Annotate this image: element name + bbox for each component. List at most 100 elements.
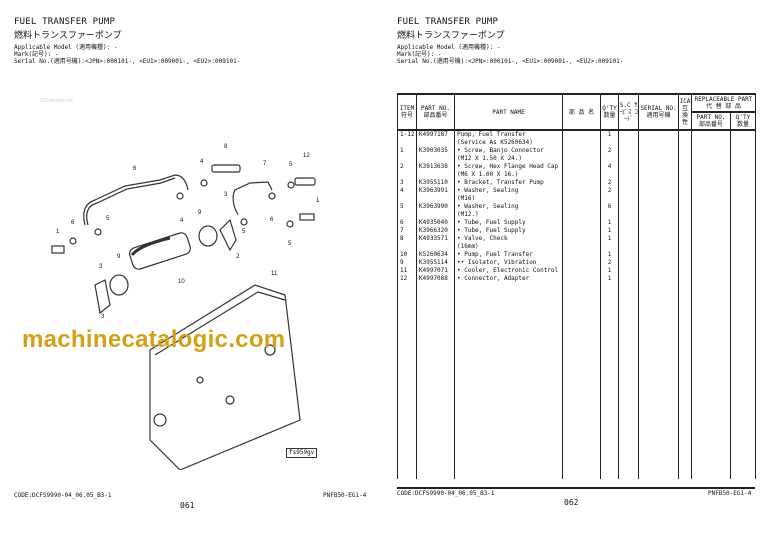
sc-cell: [618, 187, 639, 195]
callout: 4: [200, 159, 204, 165]
qty-cell: [600, 243, 619, 251]
item-cell: 1-12: [397, 130, 417, 139]
callout: 6: [270, 217, 274, 223]
callout: 3: [99, 264, 103, 270]
sc-cell: [618, 163, 639, 171]
ica-cell: [678, 275, 692, 283]
item-cell: 8: [397, 235, 417, 243]
empty-cell: [678, 283, 692, 479]
rep-part-cell: [691, 195, 731, 203]
table-filler-row: [397, 283, 756, 479]
empty-cell: [454, 283, 563, 479]
item-cell: 10: [397, 251, 417, 259]
part-no-cell: [416, 139, 455, 147]
jp-name-cell: [562, 147, 601, 155]
part-no-cell: K5260634: [416, 251, 455, 259]
sc-cell: [618, 155, 639, 163]
qty-cell: 6: [600, 203, 619, 211]
part-no-cell: K3963990: [416, 203, 455, 211]
part-name-cell: Pump, Fuel Transfer: [454, 130, 563, 139]
rep-part-cell: [691, 179, 731, 187]
jp-name-cell: [562, 243, 601, 251]
jp-name-cell: [562, 227, 601, 235]
part-no-cell: [416, 171, 455, 179]
header-ica: ICA 互 換 性: [678, 93, 692, 131]
rep-qty-cell: [730, 130, 756, 139]
check-valve-shape: [211, 164, 241, 173]
part-name-cell: • Tube, Fuel Supply: [454, 227, 563, 235]
part-no-cell: K3966320: [416, 227, 455, 235]
rep-qty-cell: [730, 267, 756, 275]
ica-cell: [678, 139, 692, 147]
part-no-cell: K3963991: [416, 187, 455, 195]
serial-cell: [638, 259, 679, 267]
right-applicable-model: Applicable Model (適用機種): -: [397, 44, 501, 51]
rep-part-cell: [691, 163, 731, 171]
item-cell: 3: [397, 179, 417, 187]
right-title-en: FUEL TRANSFER PUMP: [397, 17, 499, 27]
item-cell: 9: [397, 259, 417, 267]
part-no-cell: K4933571: [416, 235, 455, 243]
callout: 10: [178, 279, 185, 285]
part-no-cell: K3955114: [416, 259, 455, 267]
sc-cell: [618, 203, 639, 211]
jp-name-cell: [562, 235, 601, 243]
rep-part-cell: [691, 147, 731, 155]
serial-cell: [638, 171, 679, 179]
callout: 11: [271, 271, 278, 277]
part-no-cell: K3903035: [416, 147, 455, 155]
rep-qty-cell: [730, 211, 756, 219]
qty-cell: [600, 211, 619, 219]
ica-cell: [678, 179, 692, 187]
serial-cell: [638, 203, 679, 211]
adapter-shape: [294, 177, 316, 186]
empty-cell: [638, 283, 679, 479]
item-cell: 11: [397, 267, 417, 275]
item-cell: [397, 155, 417, 163]
jp-name-cell: [562, 155, 601, 163]
item-cell: 2: [397, 163, 417, 171]
rep-part-cell: [691, 227, 731, 235]
rep-part-cell: [691, 267, 731, 275]
empty-cell: [397, 283, 417, 479]
part-no-cell: K3913638: [416, 163, 455, 171]
left-mark: Mark(記号): -: [14, 51, 59, 58]
rep-part-cell: [691, 187, 731, 195]
part-name-cell: • Washer, Sealing: [454, 203, 563, 211]
qty-cell: 2: [600, 179, 619, 187]
rep-part-cell: [691, 130, 731, 139]
serial-cell: [638, 155, 679, 163]
serial-cell: [638, 139, 679, 147]
qty-cell: 1: [600, 235, 619, 243]
jp-name-cell: [562, 187, 601, 195]
tube-6-outline: [86, 177, 176, 226]
jp-name-cell: [562, 267, 601, 275]
jp-name-cell: [562, 139, 601, 147]
left-code: CODE:DCFS9990-04_06.05_B3-1: [14, 492, 112, 499]
part-name-cell: • Valve, Check: [454, 235, 563, 243]
qty-cell: 2: [600, 259, 619, 267]
sc-cell: [618, 227, 639, 235]
part-name-cell: (M12 X 1.50 X 24.): [454, 155, 563, 163]
rep-qty-cell: [730, 227, 756, 235]
table-row: (M6 X 1.00 X 16.): [397, 171, 756, 179]
item-cell: 1: [397, 147, 417, 155]
serial-cell: [638, 179, 679, 187]
left-title-en: FUEL TRANSFER PUMP: [14, 17, 116, 27]
cooler-shape: [149, 284, 301, 470]
rep-part-cell: [691, 259, 731, 267]
part-name-cell: (M6 X 1.00 X 16.): [454, 171, 563, 179]
item-cell: [397, 211, 417, 219]
item-cell: [397, 195, 417, 203]
sc-cell: [618, 235, 639, 243]
banjo-screw-shape: [51, 245, 65, 254]
qty-cell: 1: [600, 275, 619, 283]
table-row: (M12.): [397, 211, 756, 219]
callout: 4: [180, 218, 184, 224]
qty-cell: 1: [600, 267, 619, 275]
serial-cell: [638, 243, 679, 251]
